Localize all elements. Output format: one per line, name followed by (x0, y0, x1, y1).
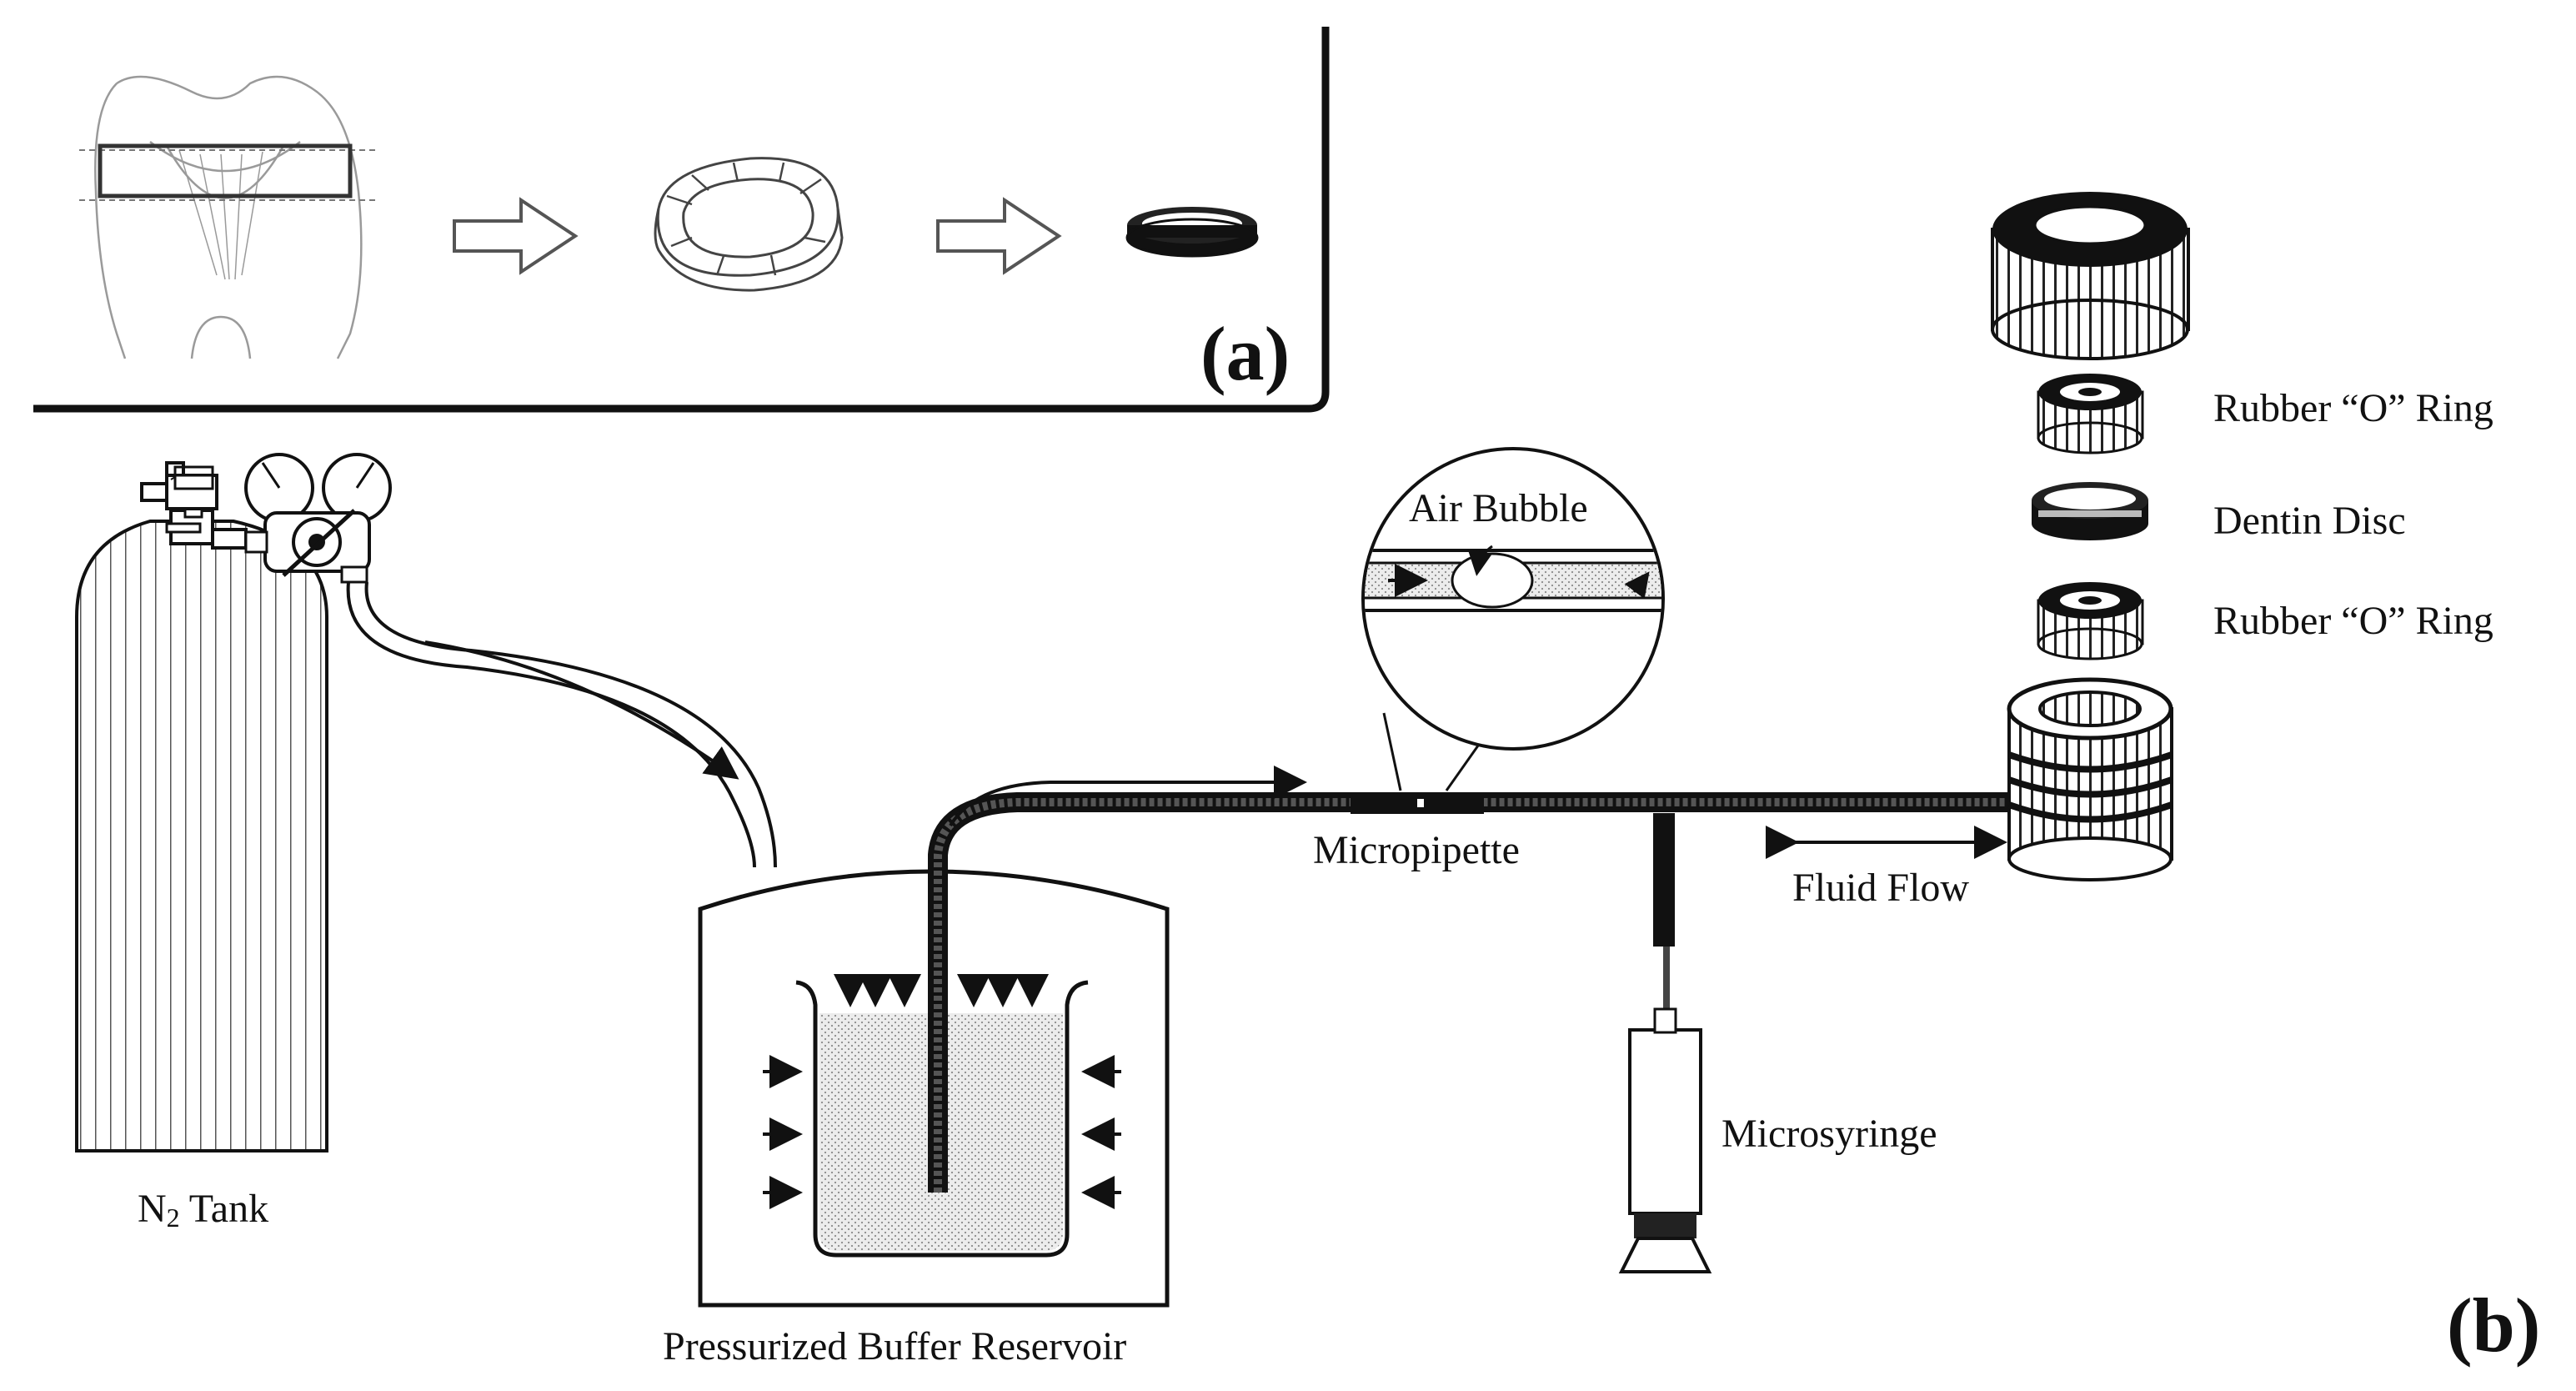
air-bubble-label: Air Bubble (1409, 486, 1588, 530)
reservoir-label: Pressurized Buffer Reservoir (663, 1324, 1126, 1368)
process-arrow-1-icon (453, 197, 579, 275)
gas-hose-inner (364, 581, 777, 868)
panel-a-frame (33, 27, 1330, 413)
microsyringe-label: Microsyringe (1722, 1112, 1937, 1156)
split-chamber-bottom (2007, 677, 2173, 881)
panel-b: N2 Tank (75, 192, 2540, 1368)
micropipette-label: Micropipette (1313, 828, 1520, 872)
microsyringe: Microsyringe (1618, 1007, 1937, 1273)
gas-flow-arrow-icon (424, 640, 739, 780)
tooth-icon (79, 75, 375, 359)
syringe-plunger-icon (1618, 1237, 1712, 1273)
panel-a-label: (a) (1200, 311, 1290, 396)
rubber-o-ring-bottom-label: Rubber “O” Ring (2213, 599, 2493, 643)
gas-cylinder (75, 499, 328, 1152)
rubber-o-ring-top: Rubber “O” Ring (2037, 374, 2493, 454)
pressurized-buffer-reservoir: Pressurized Buffer Reservoir (663, 869, 1170, 1368)
dentin-disc: Dentin Disc (2032, 482, 2406, 543)
dentin-section-icon (654, 157, 844, 292)
branch-tube (1653, 813, 1675, 947)
fluid-flow-label: Fluid Flow (1792, 866, 1969, 910)
air-bubble-icon (1451, 552, 1534, 609)
panel-b-label: (b) (2447, 1283, 2540, 1368)
rubber-o-ring-top-label: Rubber “O” Ring (2213, 386, 2493, 430)
split-chamber-top (1991, 192, 2190, 360)
fluid-flow-arrow-1-icon (949, 766, 1307, 827)
panel-a: (a) (33, 27, 1330, 413)
section-cut-box (98, 143, 353, 198)
n2-tank: N2 Tank (75, 453, 392, 1233)
pressure-arrows-top-icon (834, 974, 1049, 1007)
n2-tank-label: N2 Tank (138, 1187, 268, 1233)
rubber-o-ring-bottom: Rubber “O” Ring (2037, 582, 2493, 660)
dentin-disc-label: Dentin Disc (2213, 499, 2406, 543)
process-arrow-2-icon (936, 197, 1062, 275)
pressure-arrows-side-icon (763, 1055, 1121, 1209)
air-bubble-magnifier: Air Bubble (1361, 447, 1665, 791)
gas-hose-outer (346, 581, 756, 868)
dentin-disc-small-icon (1125, 207, 1259, 258)
